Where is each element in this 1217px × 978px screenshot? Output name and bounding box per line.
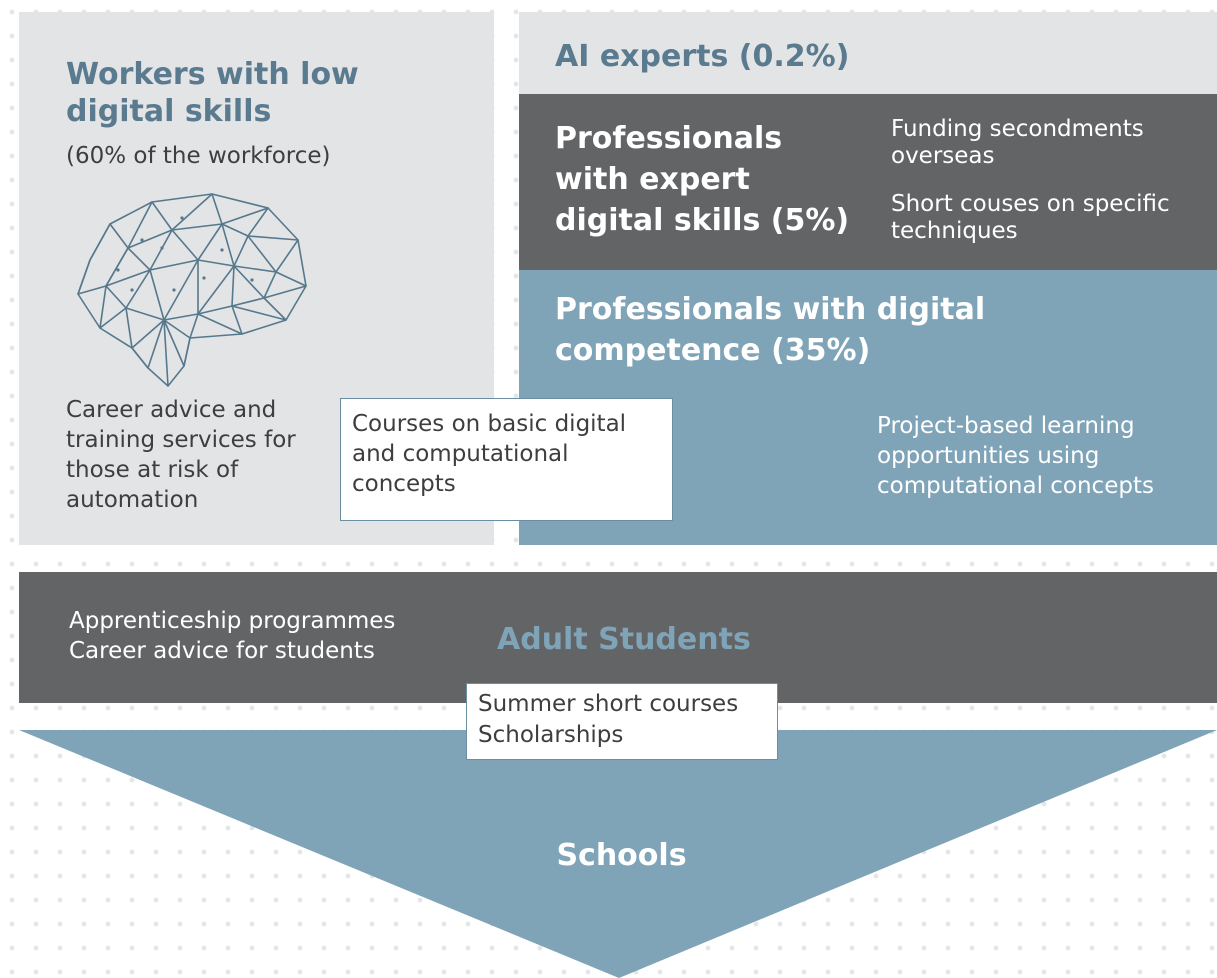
digital-competence-title: Professionals with digital competence (3…	[555, 292, 986, 368]
basic-digital-courses-box: Courses on basic digital and computation…	[340, 398, 673, 521]
low-digital-skills-title: Workers with low digital skills	[66, 57, 359, 129]
adult-students-label: Adult Students	[497, 622, 751, 657]
schools-label: Schools	[556, 838, 687, 873]
project-based-learning-offer: Project-based learning opportunities usi…	[877, 413, 1154, 499]
summer-courses-box: Summer short courses Scholarships	[466, 683, 778, 760]
brain-icon	[77, 193, 307, 387]
ai-experts-panel	[519, 12, 1217, 94]
scholarships-offer: Scholarships	[478, 722, 624, 748]
apprenticeship-offer: Apprenticeship programmes	[69, 608, 396, 634]
career-advice-offer: Career advice and training services for …	[66, 397, 296, 513]
career-advice-students-offer: Career advice for students	[69, 638, 375, 664]
expert-professionals-title: Professionals with expert digital skills…	[555, 121, 850, 238]
low-digital-skills-share: (60% of the workforce)	[66, 143, 331, 169]
expert-professionals-panel	[519, 94, 1217, 270]
ai-experts-label: AI experts (0.2%)	[555, 39, 850, 74]
short-courses-offer: Short couses on specific techniques	[891, 191, 1170, 244]
adult-students-panel	[19, 572, 1217, 703]
funding-secondments-offer: Funding secondments overseas	[891, 116, 1144, 169]
summer-courses-offer: Summer short courses	[478, 691, 739, 717]
adult-students-offers: Apprenticeship programmes Career advice …	[69, 606, 469, 666]
